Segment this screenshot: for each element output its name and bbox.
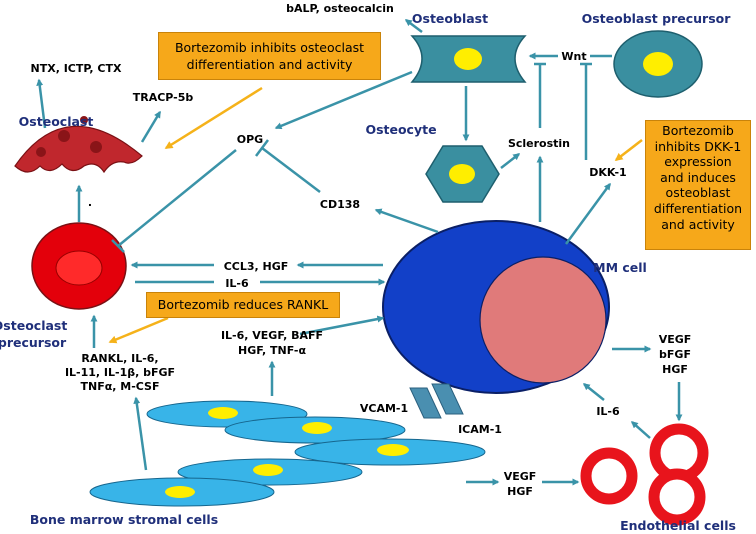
bortezomib-dkk1-box: Bortezomib inhibits DKK-1 expression and…: [645, 120, 751, 250]
il6-vegf-label-line2: HGF, TNF-α: [238, 344, 306, 357]
il6-endothelial-label: IL-6: [596, 405, 620, 418]
wnt-label: Wnt: [561, 50, 586, 63]
teal-arrows: [36, 19, 683, 486]
osteoblast-precursor-title: Osteoblast precursor: [582, 11, 732, 26]
endothelial-cells-title: Endothelial cells: [620, 518, 736, 533]
osteoclast-precursor-cell: [31, 222, 127, 310]
dkk1-label: DKK-1: [589, 166, 626, 179]
il6-vegf-label-line1: IL-6, VEGF, BAFF: [221, 329, 323, 342]
mm-cell: [382, 220, 610, 394]
rankl-label-line1: RANKL, IL-6,: [81, 352, 158, 365]
bortezomib-dkk1-box-line1: Bortezomib: [662, 123, 734, 138]
tracp-label: TRACP-5b: [133, 91, 194, 104]
mm-cell-title: MM cell: [593, 260, 647, 275]
bortezomib-rankl-box-text: Bortezomib reduces RANKL: [157, 297, 329, 312]
bortezomib-dkk1-box-line3: expression: [664, 154, 732, 170]
icam-label: ICAM-1: [458, 423, 502, 436]
rankl-label-line2: IL-11, IL-1β, bFGF: [65, 366, 175, 379]
orange-arrows: [108, 86, 643, 344]
endothelial-cells: [580, 423, 709, 526]
vegf-right-line2: bFGF: [659, 348, 691, 361]
balp-label: bALP, osteocalcin: [286, 2, 394, 15]
cd138-label: CD138: [320, 198, 360, 211]
osteoclast-title: Osteoclast: [19, 114, 94, 129]
rankl-label-line3: TNFα, M-CSF: [80, 380, 159, 393]
osteoblast-cell: [410, 35, 527, 83]
osteoblast-precursor-cell: [613, 30, 703, 98]
il6-label: IL-6: [225, 277, 249, 290]
ccl3-hgf-label: CCL3, HGF: [224, 260, 289, 273]
vegf-right-line1: VEGF: [659, 333, 692, 346]
vegf-bottom-line2: HGF: [507, 485, 533, 498]
ntx-label: NTX, ICTP, CTX: [31, 62, 122, 75]
stromal-cells-title: Bone marrow stromal cells: [30, 512, 218, 527]
bortezomib-dkk1-box-line6: differentiation: [653, 200, 743, 216]
sclerostin-label: Sclerostin: [508, 137, 570, 150]
osteoclast-cell: [14, 116, 143, 174]
bortezomib-rankl-box: Bortezomib reduces RANKL: [146, 292, 340, 318]
stromal-cells: [89, 400, 486, 507]
bortezomib-dkk1-box-line7: and activity: [661, 216, 735, 232]
osteoclast-precursor-title-line1: Osteoclast: [0, 318, 67, 333]
stray-dot: .: [88, 196, 92, 209]
bortezomib-dkk1-box-line2: inhibits DKK-1: [654, 138, 742, 154]
bortezomib-osteoclast-box-line2: differentiation and activity: [186, 57, 353, 72]
opg-label: OPG: [237, 133, 263, 146]
vegf-right-line3: HGF: [662, 363, 688, 376]
bortezomib-dkk1-box-line4: and induces: [660, 169, 736, 185]
bortezomib-osteoclast-box-line1: Bortezomib inhibits osteoclast: [174, 40, 365, 55]
osteocyte-cell: [425, 145, 500, 203]
vegf-bottom-line1: VEGF: [504, 470, 537, 483]
osteoblast-title: Osteoblast: [412, 11, 488, 26]
vcam-label: VCAM-1: [360, 402, 408, 415]
osteoclast-precursor-title-line2: precursor: [0, 335, 67, 350]
bortezomib-dkk1-box-line5: osteoblast: [665, 185, 731, 201]
osteocyte-title: Osteocyte: [365, 122, 436, 137]
adhesion-receptors: [409, 383, 464, 419]
bortezomib-osteoclast-box: Bortezomib inhibits osteoclast different…: [158, 32, 381, 80]
